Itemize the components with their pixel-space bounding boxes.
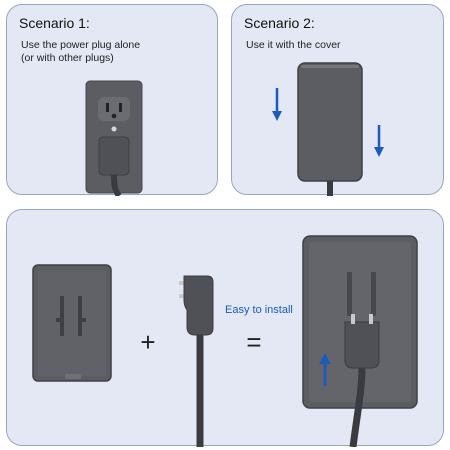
cover-notch-left [56, 318, 64, 322]
outlet-slot-right [119, 103, 122, 112]
cover-back-inner [38, 270, 106, 376]
scenario-1-panel: Scenario 1: Use the power plug alone (or… [6, 4, 218, 196]
assembled-slot-right [371, 272, 376, 316]
equals-sign: = [246, 327, 261, 357]
scenario-1-desc-line1: Use the power plug alone [21, 39, 141, 51]
inserted-prong-right [369, 314, 373, 324]
scenario-1-desc-line2: (or with other plugs) [21, 52, 114, 64]
cover-slot-left [60, 296, 64, 336]
down-arrow-left-icon [272, 111, 282, 121]
plate-screw [111, 126, 117, 132]
up-arrow-icon [319, 353, 331, 364]
scenario-1-title: Scenario 1: [19, 15, 90, 31]
outlet-cover [297, 62, 363, 182]
installation-illustration: + = [32, 235, 418, 447]
cover-slot-right [78, 296, 82, 336]
scenario-2-title: Scenario 2: [244, 15, 315, 31]
right-angle-plug [98, 136, 130, 176]
easy-to-install-label: Easy to install [225, 304, 293, 316]
outlet-slot-left [106, 103, 109, 112]
scenario-2-panel: Scenario 2: Use it with the cover [231, 4, 444, 196]
plug-cord [111, 174, 122, 196]
wall-outlet-with-plug-illustration [85, 80, 143, 196]
cover-bottom-tab [65, 374, 81, 379]
assembled-cable [349, 367, 366, 447]
cover-top-highlight [301, 65, 359, 68]
assembled-slot-left [347, 272, 352, 316]
plug-prong-bottom [179, 294, 184, 298]
outlet-ground-hole [111, 113, 117, 119]
plug-body [183, 275, 214, 336]
plus-sign: + [140, 327, 155, 357]
covered-outlet-illustration [272, 62, 384, 196]
installation-panel: + = Easy to install [6, 209, 444, 447]
down-arrow-right-icon [374, 147, 384, 157]
inserted-prong-left [351, 314, 355, 324]
plug-prong-top [179, 281, 184, 285]
cover-notch-right [78, 318, 86, 322]
inserted-plug [344, 321, 380, 369]
scenario-2-desc: Use it with the cover [246, 39, 341, 51]
